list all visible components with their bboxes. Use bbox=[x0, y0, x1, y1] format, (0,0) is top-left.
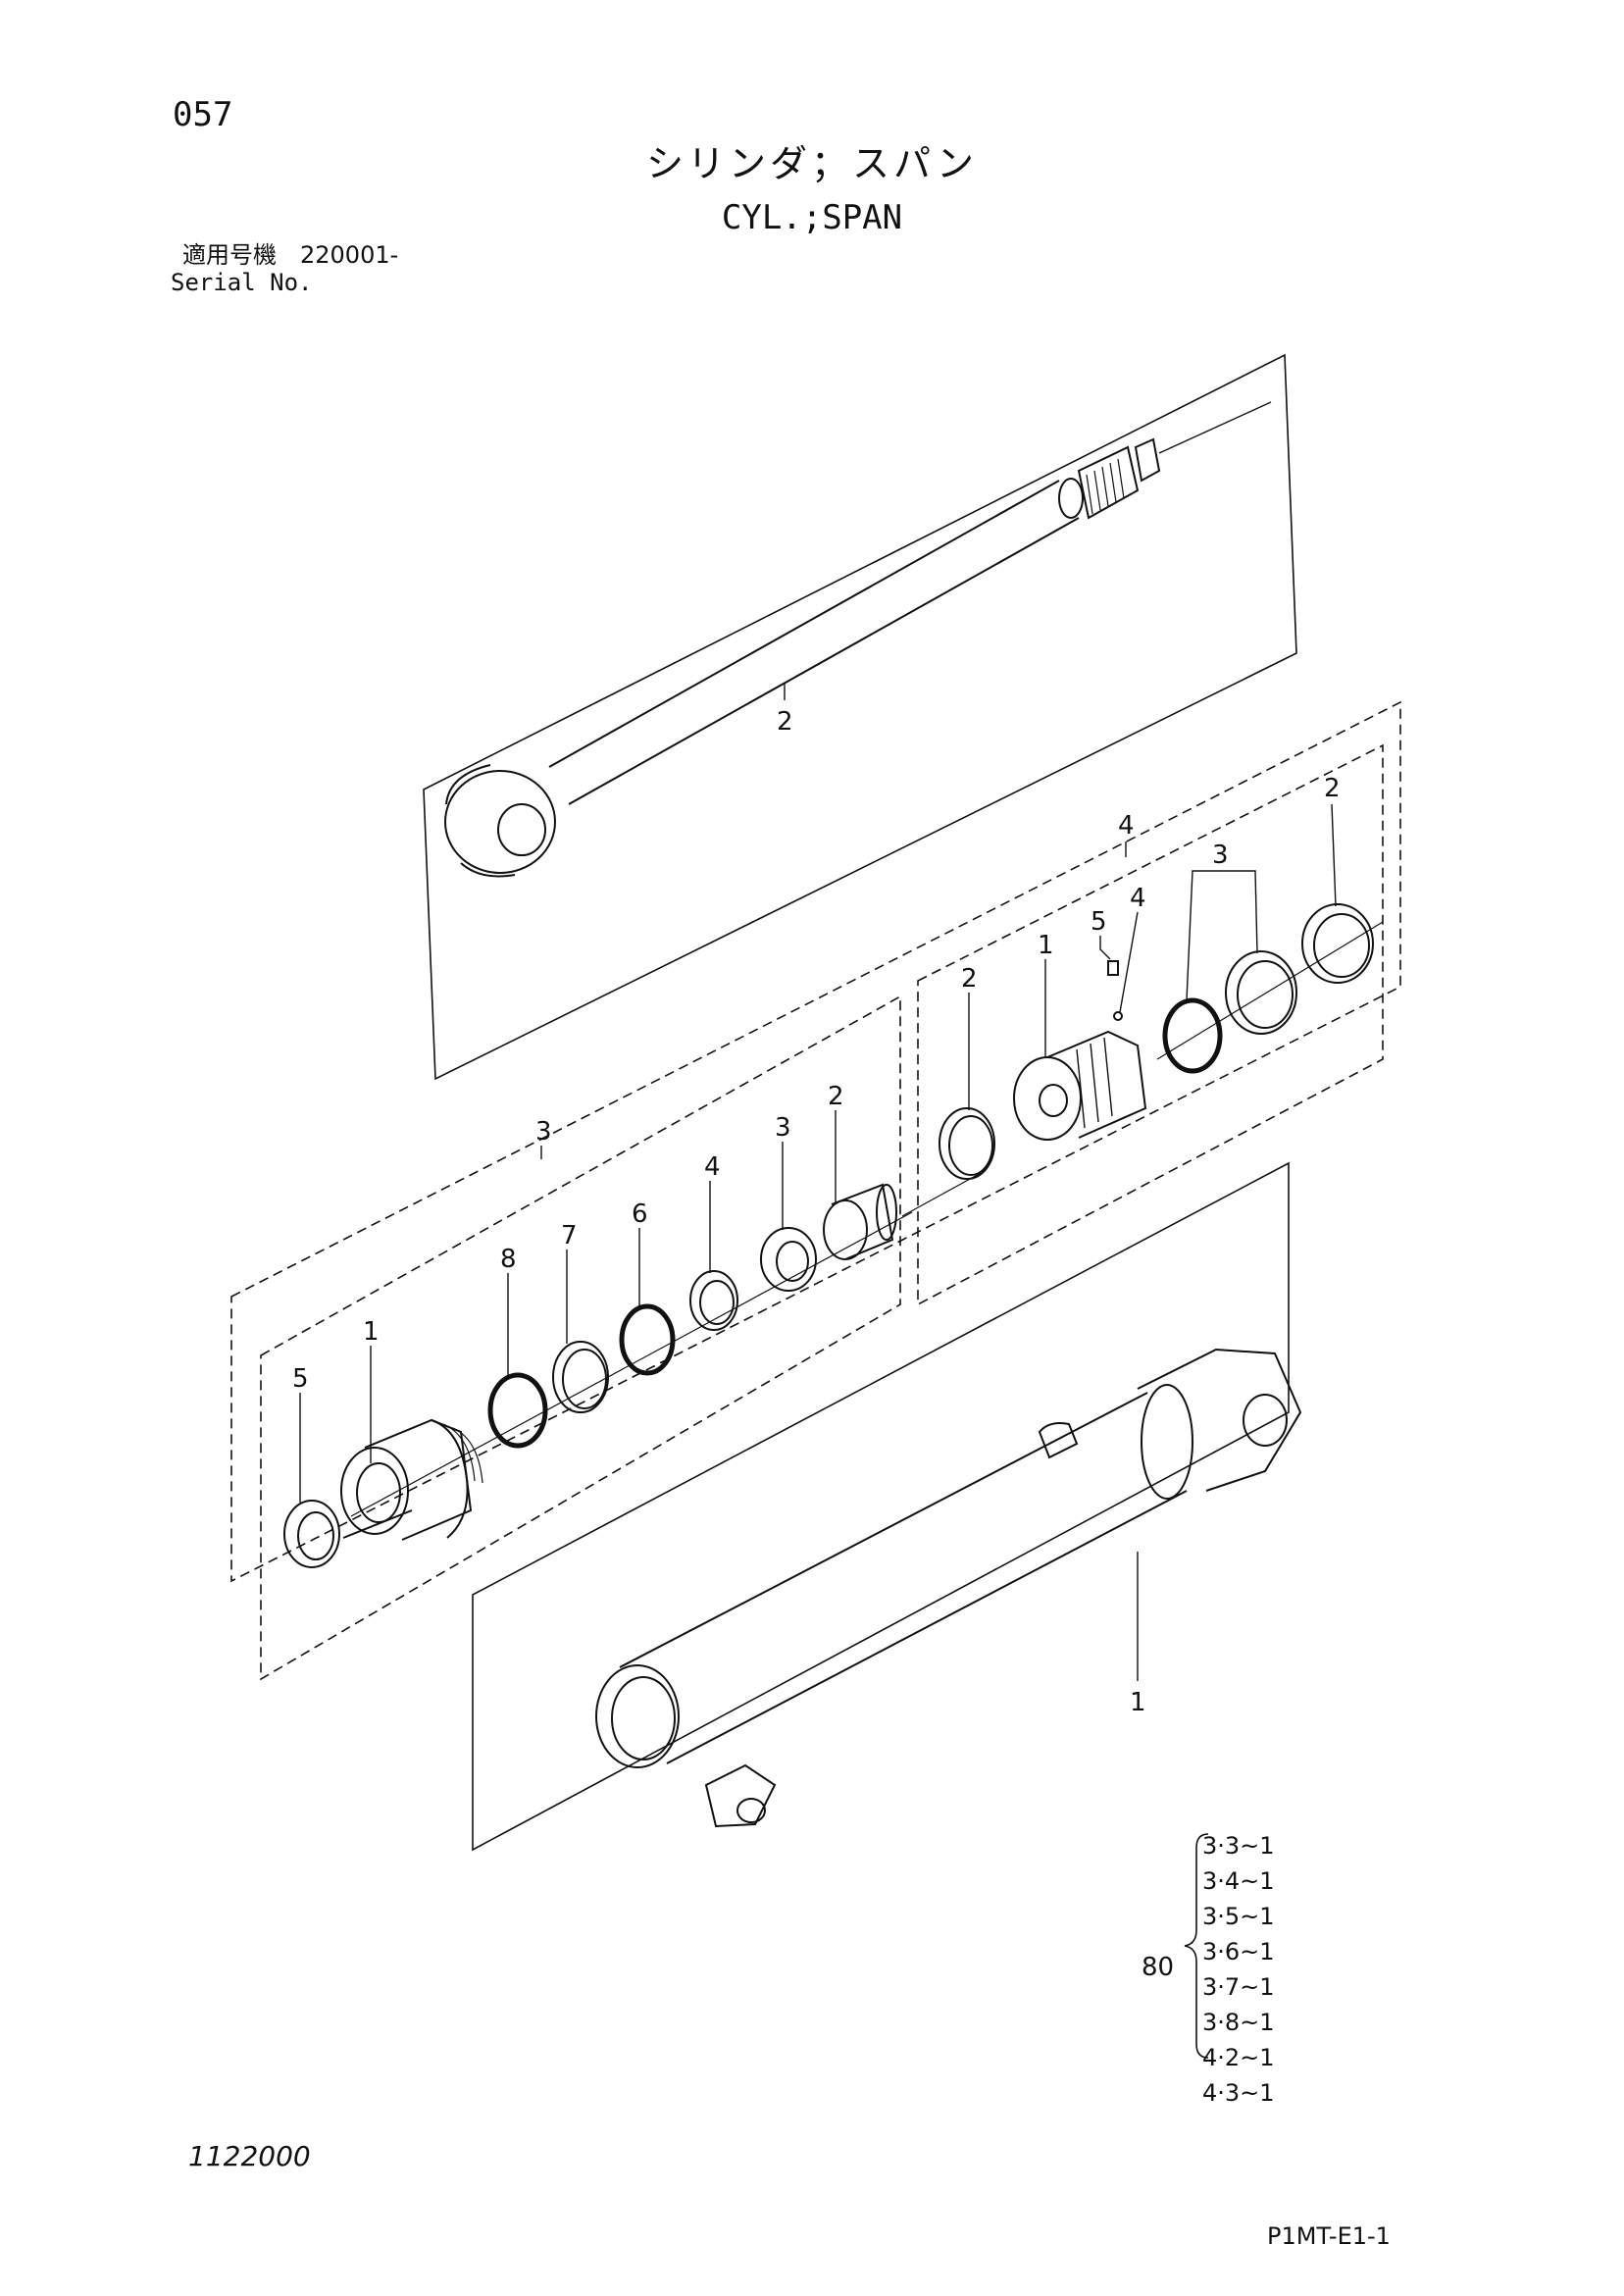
callout-head-3: 3 bbox=[775, 1113, 791, 1143]
kit-item: 4·2~1 bbox=[1202, 2044, 1275, 2071]
kit-item: 3·7~1 bbox=[1202, 1973, 1275, 2001]
callout-head-6: 6 bbox=[632, 1199, 648, 1229]
callout-rod: 2 bbox=[777, 707, 793, 737]
piston-parts bbox=[901, 903, 1384, 1217]
callout-labels: 2 1 3 4 1 8 7 6 4 3 2 5 2 1 5 4 3 2 80 3… bbox=[292, 707, 1341, 2107]
callout-piston-1: 1 bbox=[1038, 931, 1054, 960]
seal-kit-frame bbox=[230, 700, 1401, 1583]
callout-head-5: 5 bbox=[292, 1364, 309, 1394]
callout-head-1: 1 bbox=[363, 1317, 380, 1347]
cylinder-tube-drawing bbox=[472, 1161, 1302, 1852]
callout-piston-group: 4 bbox=[1118, 811, 1135, 841]
leader-lines bbox=[299, 683, 1337, 1681]
callout-head-4: 4 bbox=[704, 1152, 721, 1182]
title-english: CYL.;SPAN bbox=[721, 198, 903, 237]
serial-label-japanese: 適用号機 220001- bbox=[182, 241, 399, 269]
title-japanese: シリンダ；スパン bbox=[646, 142, 978, 185]
head-group-frame bbox=[260, 995, 901, 1681]
callout-piston-2a: 2 bbox=[961, 964, 978, 994]
callout-head-2: 2 bbox=[828, 1082, 844, 1111]
kit-item: 3·6~1 bbox=[1202, 1938, 1275, 1965]
callout-cylinder-tube: 1 bbox=[1130, 1688, 1146, 1717]
drawing-code: 1122000 bbox=[188, 2140, 311, 2172]
callout-piston-2b: 2 bbox=[1324, 774, 1341, 803]
piston-rod-drawing bbox=[423, 353, 1297, 1081]
callout-head-group: 3 bbox=[535, 1117, 552, 1147]
callout-piston-3: 3 bbox=[1212, 841, 1229, 870]
callout-piston-4: 4 bbox=[1130, 884, 1146, 913]
kit-item: 3·5~1 bbox=[1202, 1903, 1275, 1930]
kit-item: 3·8~1 bbox=[1202, 2009, 1275, 2036]
kit-item: 3·4~1 bbox=[1202, 1867, 1275, 1895]
page-number: 057 bbox=[173, 95, 233, 134]
cylinder-head-parts bbox=[283, 1183, 913, 1568]
callout-piston-5: 5 bbox=[1091, 907, 1107, 937]
kit-brace bbox=[1184, 1833, 1209, 2059]
serial-label-english: Serial No. bbox=[171, 269, 313, 296]
kit-item: 4·3~1 bbox=[1202, 2079, 1275, 2107]
page-reference: P1MT-E1-1 bbox=[1267, 2222, 1391, 2250]
piston-group-frame bbox=[917, 743, 1384, 1306]
callout-head-7: 7 bbox=[561, 1221, 578, 1250]
callout-head-8: 8 bbox=[500, 1245, 517, 1274]
kit-item: 3·3~1 bbox=[1202, 1832, 1275, 1860]
kit-number: 80 bbox=[1142, 1953, 1174, 1982]
